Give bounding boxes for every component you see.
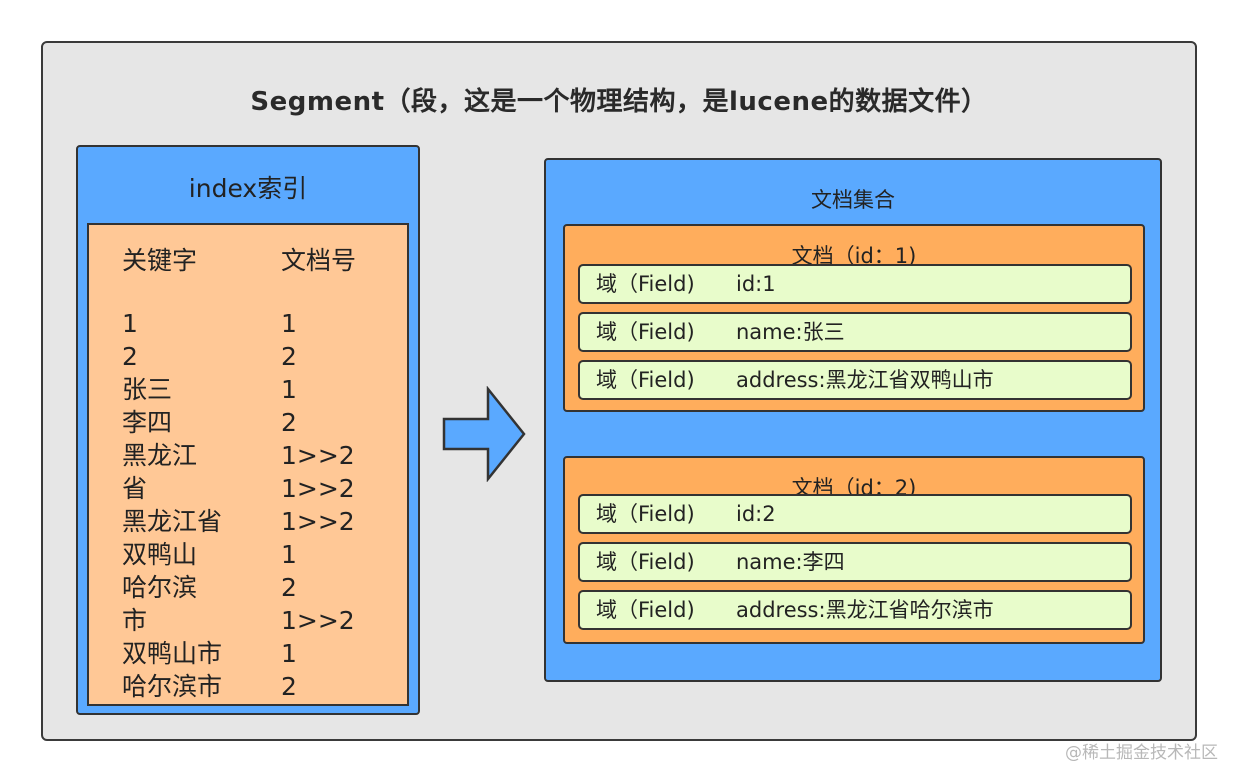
table-row: 2 2 [89, 340, 407, 373]
field-label: 域（Field) [596, 598, 695, 622]
doc-number-column-header: 文档号 [281, 246, 357, 275]
doc-number-cell: 1>>2 [281, 507, 355, 536]
keyword-cell: 2 [122, 342, 138, 371]
right-arrow-icon [442, 386, 526, 482]
table-row: 黑龙江 1>>2 [89, 439, 407, 472]
keyword-column-header: 关键字 [122, 246, 198, 275]
index-title: index索引 [188, 174, 308, 203]
doc-number-cell: 1 [281, 639, 297, 668]
segment-title: Segment（段，这是一个物理结构，是lucene的数据文件） [250, 87, 988, 117]
field-label: 域（Field) [596, 272, 695, 296]
field-value: id:2 [736, 502, 776, 526]
field-value: id:1 [736, 272, 776, 296]
doc-number-cell: 2 [281, 342, 297, 371]
field-row: 域（Field) name:张三 [578, 312, 1132, 352]
keyword-cell: 黑龙江 [122, 441, 198, 470]
doc-number-cell: 1>>2 [281, 606, 355, 635]
keyword-cell: 哈尔滨 [122, 573, 198, 602]
keyword-cell: 哈尔滨市 [122, 672, 223, 701]
index-table: 关键字 文档号 1 1 2 2 张三 1 李四 2 黑龙江 1>>2 省 1>>… [87, 223, 409, 706]
index-table-header: 关键字 文档号 [89, 241, 407, 275]
doc-number-cell: 1 [281, 375, 297, 404]
table-row: 黑龙江省 1>>2 [89, 505, 407, 538]
doc-number-cell: 1 [281, 309, 297, 338]
table-row: 市 1>>2 [89, 604, 407, 637]
field-row: 域（Field) id:1 [578, 264, 1132, 304]
doc-number-cell: 1>>2 [281, 441, 355, 470]
doc-number-cell: 1>>2 [281, 474, 355, 503]
keyword-cell: 李四 [122, 408, 173, 437]
table-row: 李四 2 [89, 406, 407, 439]
doc-number-cell: 2 [281, 408, 297, 437]
field-row: 域（Field) name:李四 [578, 542, 1132, 582]
field-value: name:李四 [736, 550, 845, 574]
doc-number-cell: 1 [281, 540, 297, 569]
table-row: 张三 1 [89, 373, 407, 406]
table-row: 1 1 [89, 307, 407, 340]
field-value: name:张三 [736, 320, 845, 344]
table-row: 双鸭山市 1 [89, 637, 407, 670]
table-row: 哈尔滨 2 [89, 571, 407, 604]
keyword-cell: 双鸭山市 [122, 639, 223, 668]
keyword-cell: 1 [122, 309, 138, 338]
field-label: 域（Field) [596, 368, 695, 392]
doc-number-cell: 2 [281, 672, 297, 701]
table-row: 省 1>>2 [89, 472, 407, 505]
document-collection: 文档集合 文档（id：1) 域（Field) id:1 域（Field) nam… [544, 158, 1162, 682]
doc-number-cell: 2 [281, 573, 297, 602]
document-collection-title: 文档集合 [811, 188, 895, 212]
keyword-cell: 张三 [122, 375, 173, 404]
field-label: 域（Field) [596, 502, 695, 526]
field-row: 域（Field) address:黑龙江省双鸭山市 [578, 360, 1132, 400]
field-row: 域（Field) address:黑龙江省哈尔滨市 [578, 590, 1132, 630]
table-row: 哈尔滨市 2 [89, 670, 407, 703]
field-label: 域（Field) [596, 320, 695, 344]
document-card: 文档（id：1) 域（Field) id:1 域（Field) name:张三 … [563, 224, 1145, 412]
keyword-cell: 双鸭山 [122, 540, 198, 569]
field-row: 域（Field) id:2 [578, 494, 1132, 534]
index-box: index索引 关键字 文档号 1 1 2 2 张三 1 李四 2 黑龙江 1>… [76, 145, 420, 715]
watermark: @稀土掘金技术社区 [1065, 743, 1218, 763]
field-value: address:黑龙江省双鸭山市 [736, 368, 994, 392]
field-value: address:黑龙江省哈尔滨市 [736, 598, 994, 622]
table-row: 双鸭山 1 [89, 538, 407, 571]
keyword-cell: 黑龙江省 [122, 507, 223, 536]
keyword-cell: 省 [122, 474, 148, 503]
document-card: 文档（id：2) 域（Field) id:2 域（Field) name:李四 … [563, 456, 1145, 644]
field-label: 域（Field) [596, 550, 695, 574]
keyword-cell: 市 [122, 606, 148, 635]
